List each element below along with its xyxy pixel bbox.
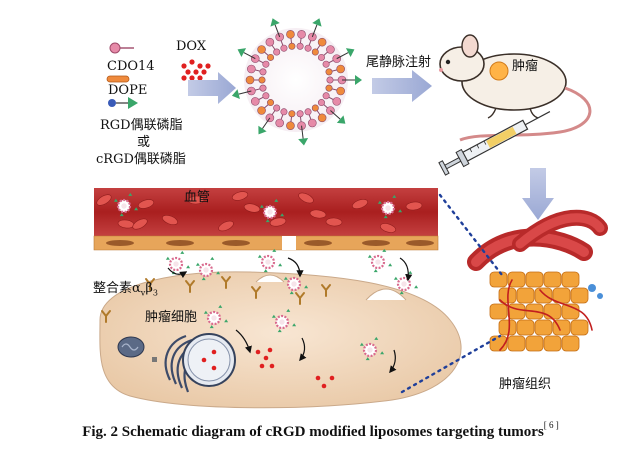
dox-dot [259,363,265,369]
integrin [321,284,331,297]
small-liposome [259,198,285,223]
dox-dot [329,375,335,381]
small-liposome [377,194,403,219]
integrin [251,286,261,299]
tumor-tissue-label: 肿瘤组织 [499,377,552,392]
circulating-liposomes [113,192,403,223]
dox-dot [189,59,195,65]
integrin [295,292,305,305]
arrow-to-liposome [188,72,236,104]
nucleus [182,333,236,387]
small-liposome [113,192,139,217]
small-liposome [195,256,221,281]
mouse-illustration [439,34,592,142]
zoom-connector-top [438,193,504,277]
integrin-label-sub-v: v [140,288,146,298]
dox-dot [197,63,203,69]
dox-dot [321,383,327,389]
integrin-label-sub-3: 3 [152,288,158,298]
endothelial-nuclei [106,240,434,246]
integrin [185,280,195,293]
dox-dot [211,365,217,371]
tumor-cell-label: 肿瘤细胞 [145,310,198,325]
tumor-cell [99,271,462,409]
red-blood-cells [96,191,423,233]
caption-text: Fig. 2 Schematic diagram of cRGD modifie… [82,424,544,440]
arrow-to-tumor-tissue [522,168,554,220]
mouse-tumor-label: 肿瘤 [512,59,539,74]
cell-liposomes [165,248,419,361]
integrin [221,276,231,289]
dox-dot [315,375,321,381]
integrin-label: 整合素αvβ3 [93,277,158,298]
arrow-to-mouse [372,70,432,102]
legend-or-label: 或 [137,135,151,150]
dox-dot [269,363,275,369]
dox-dot [185,69,191,75]
blood-vessel-label: 血管 [184,190,211,205]
zoom-connector-bottom [400,334,502,394]
dox-dot [205,63,211,69]
membrane-pit-2 [365,288,407,301]
dox-dot [263,355,269,361]
integrin [145,278,155,291]
small-liposome [203,304,229,329]
injection-label: 尾静脉注射 [366,55,432,70]
dox-label: DOX [176,39,207,54]
dox-dot [189,75,195,81]
legend-cdo14-label: CDO14 [107,59,155,74]
dox-dot [267,347,273,353]
dox-dot [181,63,187,69]
integrin [101,310,111,323]
dox-drug-cluster [181,59,211,81]
integrin-label-prefix: 整合素α [93,281,141,296]
dox-dot [197,75,203,81]
membrane-pit-1 [255,274,285,283]
tumor-tissue [467,209,608,352]
legend-crgd-label: cRGD偶联磷脂 [96,152,186,167]
legend-dope-symbol [106,75,130,83]
small-liposome [257,248,283,273]
big-liposome [231,18,362,146]
legend-rgd-symbol [108,97,138,109]
caption-reference: [ 6 ] [543,420,559,430]
integrin-label-beta: β [145,281,153,296]
dox-dot [211,349,217,355]
legend-dope-label: DOPE [108,83,148,98]
blood-vessel [93,188,439,251]
tumor-vessels [467,209,608,351]
integrin-receptors [101,276,331,323]
dox-dot [201,69,207,75]
dox-dot [193,69,199,75]
small-liposome [165,250,191,275]
small-liposome [367,248,393,273]
syringe-illustration [438,111,551,176]
figure-caption: Fig. 2 Schematic diagram of cRGD modifie… [0,420,641,441]
dox-dot [255,349,261,355]
mitochondrion [117,336,145,358]
pathway-arrows [167,257,413,374]
dox-dot [201,357,207,363]
dox-dot [181,75,187,81]
legend-cdo14-symbol [109,42,134,54]
small-liposome [271,308,297,333]
legend-rgd-label: RGD偶联磷脂 [100,118,183,133]
released-dox [201,347,335,389]
small-liposome [359,336,385,361]
